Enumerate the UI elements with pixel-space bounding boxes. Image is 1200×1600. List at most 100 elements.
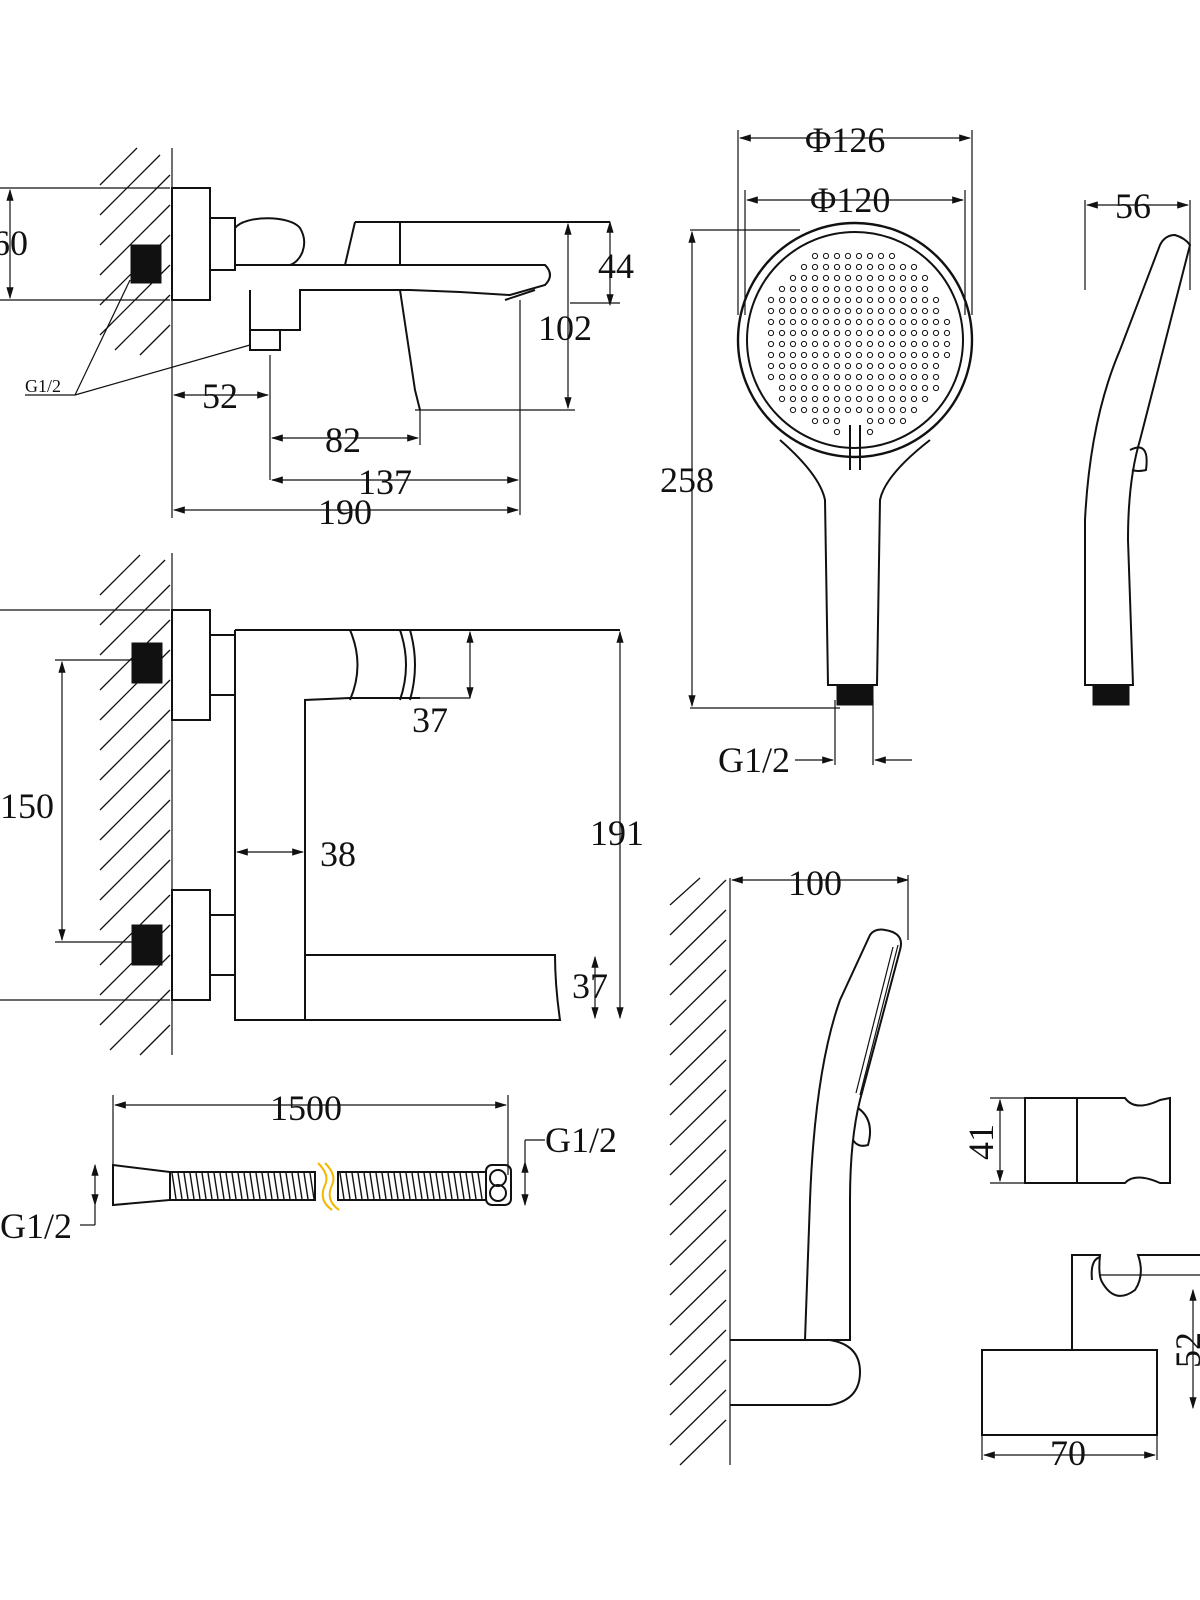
nozzle [877,263,885,271]
nozzle [866,296,874,304]
wall-hatch-bottom [669,877,731,1466]
nozzle [899,285,907,293]
nozzle [822,252,830,260]
faucet-side-view: 60 G1/2 44 102 52 82 [0,147,634,532]
nozzle [811,274,819,282]
nozzle [844,351,852,359]
nozzle [822,362,830,370]
nozzle [921,373,929,381]
nozzle [899,274,907,282]
nozzle [800,406,808,414]
nozzle [778,384,786,392]
nozzle [833,329,841,337]
hose-coils-left [171,1172,315,1200]
nozzle [866,373,874,381]
nozzle [888,406,896,414]
nozzle [888,263,896,271]
nozzle [767,296,775,304]
hose-coil [459,1172,465,1200]
nozzle [811,373,819,381]
dim-phi126: Φ126 [805,120,885,160]
hose-coil [471,1172,477,1200]
nozzle [800,373,808,381]
nozzle [855,296,863,304]
nozzle [833,406,841,414]
hose-view: 1500 G1/2 G1/2 [0,1088,617,1246]
nozzle [888,384,896,392]
nozzle [767,318,775,326]
nozzle [855,252,863,260]
hose-coil [405,1172,411,1200]
nozzle [811,329,819,337]
nozzle [833,307,841,315]
hose-coil [303,1172,309,1200]
hose-coil [435,1172,441,1200]
nozzle [866,252,874,260]
nozzle [789,340,797,348]
hose-coil [309,1172,315,1200]
nozzle [921,318,929,326]
nozzle [833,373,841,381]
nozzle [833,428,841,436]
nozzle [866,417,874,425]
nozzle [921,296,929,304]
hose-coil [261,1172,267,1200]
nozzle [855,307,863,315]
nozzle [844,307,852,315]
nozzle [899,406,907,414]
nozzle [822,307,830,315]
nozzle [811,318,819,326]
nozzle [800,285,808,293]
nozzle [932,296,940,304]
nozzle [877,318,885,326]
nozzle [932,329,940,337]
nozzle [811,340,819,348]
nozzle [811,384,819,392]
nozzle [789,351,797,359]
nozzle [910,384,918,392]
nozzle [877,373,885,381]
nozzle [899,362,907,370]
label-g12-hose-left: G1/2 [0,1206,72,1246]
nozzle [844,296,852,304]
nozzle [855,384,863,392]
hose-coil [399,1172,405,1200]
nozzle [932,373,940,381]
nozzle [888,307,896,315]
nozzle [866,285,874,293]
nozzle [899,351,907,359]
hose-coil [249,1172,255,1200]
nozzle [789,362,797,370]
nozzle [888,362,896,370]
nozzle [899,263,907,271]
nozzle [877,362,885,370]
dim-137: 137 [358,462,412,502]
hose-coil [387,1172,393,1200]
dim-190: 190 [318,492,372,532]
hose-coil [339,1172,345,1200]
hose-coils-right [339,1172,483,1200]
nozzle [877,406,885,414]
nozzle [800,340,808,348]
nozzle [899,373,907,381]
hose-coil [477,1172,483,1200]
nozzle [943,318,951,326]
hose-coil [183,1172,189,1200]
hose-coil [279,1172,285,1200]
nozzle [822,340,830,348]
nozzle [800,296,808,304]
nozzle [811,252,819,260]
dim-1500: 1500 [270,1088,342,1128]
nozzle [844,340,852,348]
nozzle [943,329,951,337]
nozzle [833,296,841,304]
hose-coil [375,1172,381,1200]
nozzle [767,351,775,359]
nozzle [778,307,786,315]
nozzle [789,395,797,403]
nozzle [899,329,907,337]
nozzle [899,417,907,425]
hose-coil [267,1172,273,1200]
nozzle [800,307,808,315]
